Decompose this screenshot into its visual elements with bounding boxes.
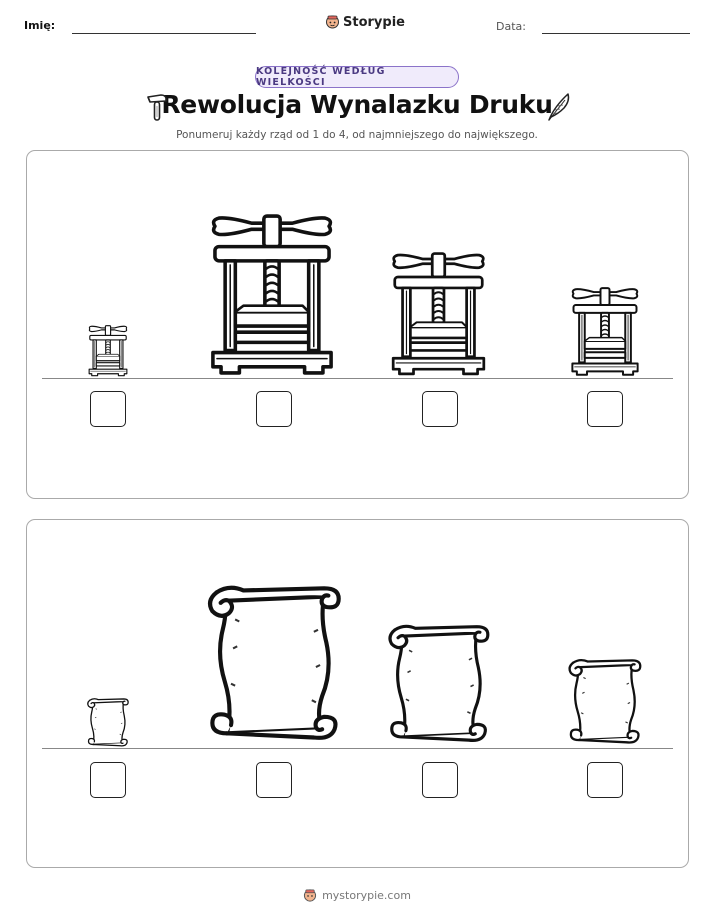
- printing-press-icon: [391, 252, 486, 376]
- activity-badge: KOLEJNOŚĆ WEDŁUG WIELKOŚCI: [255, 66, 459, 88]
- name-field[interactable]: [72, 33, 256, 34]
- scroll-icon: [568, 658, 642, 744]
- date-label: Data:: [496, 20, 526, 33]
- printing-press-icon: [211, 214, 333, 375]
- hammer-icon: [147, 94, 167, 121]
- brand-name: Storypie: [343, 14, 405, 30]
- quill-feather-icon: [548, 93, 570, 121]
- date-field[interactable]: [542, 33, 690, 34]
- footer: mystorypie.com: [0, 888, 714, 903]
- printing-press-icon: [571, 287, 639, 376]
- instructions: Ponumeruj każdy rząd od 1 do 4, od najmn…: [176, 129, 538, 141]
- storypie-mascot-icon: [304, 889, 317, 902]
- answer-box-press-1[interactable]: [90, 391, 126, 427]
- scroll-icon: [87, 698, 129, 747]
- scroll-icon: [202, 582, 347, 748]
- answer-box-press-2[interactable]: [256, 391, 292, 427]
- answer-box-press-4[interactable]: [587, 391, 623, 427]
- ground-line: [42, 748, 673, 749]
- answer-box-scroll-2[interactable]: [256, 762, 292, 798]
- footer-url[interactable]: mystorypie.com: [322, 889, 411, 902]
- page-title: Rewolucja Wynalazku Druku: [161, 90, 553, 119]
- brand-logo: Storypie: [325, 14, 405, 30]
- scroll-icon: [388, 624, 490, 742]
- printing-press-icon: [88, 325, 128, 377]
- storypie-mascot-icon: [326, 15, 339, 29]
- answer-box-scroll-3[interactable]: [422, 762, 458, 798]
- answer-box-scroll-1[interactable]: [90, 762, 126, 798]
- ground-line: [42, 378, 673, 379]
- answer-box-press-3[interactable]: [422, 391, 458, 427]
- name-label: Imię:: [24, 19, 56, 32]
- answer-box-scroll-4[interactable]: [587, 762, 623, 798]
